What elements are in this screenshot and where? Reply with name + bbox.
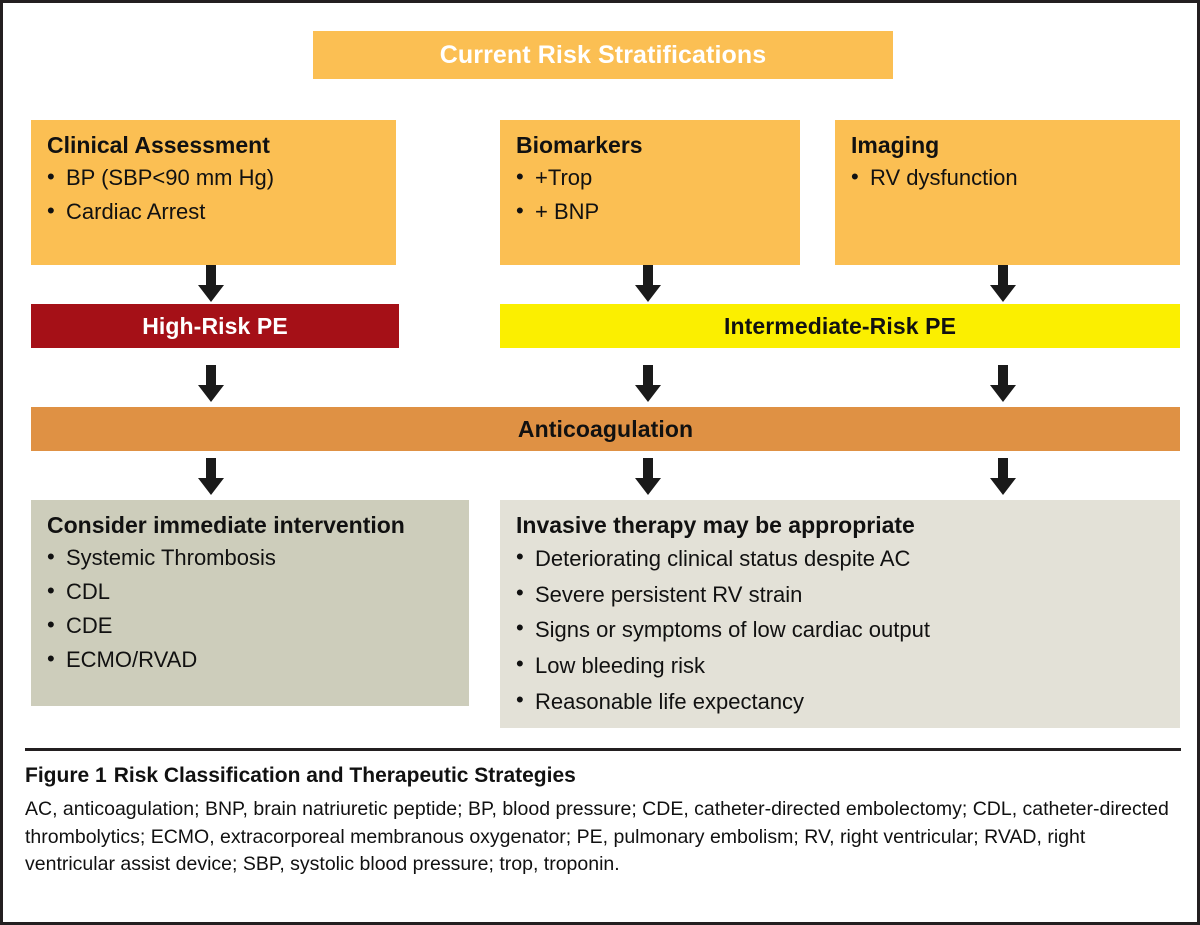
arrow-down-icon bbox=[194, 365, 228, 403]
bar-label: High-Risk PE bbox=[142, 312, 288, 339]
banner-label: Current Risk Stratifications bbox=[439, 40, 767, 69]
arrow-down-icon bbox=[986, 365, 1020, 403]
arrow-down-icon bbox=[986, 458, 1020, 496]
figure-caption: Figure 1 Risk Classification and Therapeu… bbox=[3, 748, 1197, 879]
caption-abbreviations: AC, anticoagulation; BNP, brain natriure… bbox=[25, 798, 1169, 876]
bar-intermediate-risk-pe: Intermediate-Risk PE bbox=[500, 304, 1180, 348]
list-item: + BNP bbox=[516, 194, 784, 229]
bar-anticoagulation: Anticoagulation bbox=[31, 407, 1180, 451]
list-item: Severe persistent RV strain bbox=[516, 576, 1164, 613]
bullet-list: +Trop + BNP bbox=[516, 160, 784, 229]
caption-title-text: Risk Classification and Therapeutic Stra… bbox=[113, 764, 576, 787]
list-item: Signs or symptoms of low cardiac output bbox=[516, 611, 1164, 648]
list-item: BP (SBP<90 mm Hg) bbox=[47, 160, 380, 195]
caption-divider bbox=[25, 748, 1181, 751]
list-item: Low bleeding risk bbox=[516, 647, 1164, 684]
box-imaging: Imaging RV dysfunction bbox=[835, 120, 1180, 265]
box-title: Consider immediate intervention bbox=[47, 512, 405, 538]
box-title: Biomarkers bbox=[516, 132, 643, 158]
bar-high-risk-pe: High-Risk PE bbox=[31, 304, 399, 348]
arrow-down-icon bbox=[631, 458, 665, 496]
box-title: Imaging bbox=[851, 132, 940, 158]
list-item: Deteriorating clinical status despite AC bbox=[516, 540, 1164, 577]
bullet-list: BP (SBP<90 mm Hg) Cardiac Arrest bbox=[47, 160, 380, 229]
box-consider-immediate-intervention: Consider immediate intervention Systemic… bbox=[31, 500, 469, 706]
banner-current-risk-stratifications: Current Risk Stratifications bbox=[313, 31, 893, 79]
figure-number: Figure 1 bbox=[25, 764, 107, 787]
arrow-down-icon bbox=[194, 265, 228, 303]
arrow-down-icon bbox=[631, 365, 665, 403]
list-item: Reasonable life expectancy bbox=[516, 683, 1164, 720]
bar-label: Anticoagulation bbox=[517, 415, 694, 442]
list-item: RV dysfunction bbox=[851, 160, 1164, 195]
box-title: Invasive therapy may be appropriate bbox=[516, 512, 915, 538]
list-item: CDL bbox=[47, 574, 453, 609]
box-clinical-assessment: Clinical Assessment BP (SBP<90 mm Hg) Ca… bbox=[31, 120, 396, 265]
list-item: CDE bbox=[47, 608, 453, 643]
caption-title: Figure 1 Risk Classification and Therapeu… bbox=[25, 764, 1181, 788]
box-biomarkers: Biomarkers +Trop + BNP bbox=[500, 120, 800, 265]
box-title: Clinical Assessment bbox=[47, 132, 270, 158]
list-item: Cardiac Arrest bbox=[47, 194, 380, 229]
arrow-down-icon bbox=[631, 265, 665, 303]
bullet-list: Deteriorating clinical status despite AC… bbox=[516, 540, 1164, 720]
arrow-down-icon bbox=[194, 458, 228, 496]
flowchart-diagram: Current Risk Stratifications Clinical As… bbox=[3, 3, 1197, 748]
bullet-list: RV dysfunction bbox=[851, 160, 1164, 195]
list-item: Systemic Thrombosis bbox=[47, 540, 453, 575]
arrow-down-icon bbox=[986, 265, 1020, 303]
bullet-list: Systemic Thrombosis CDL CDE ECMO/RVAD bbox=[47, 540, 453, 677]
bar-label: Intermediate-Risk PE bbox=[723, 312, 957, 339]
box-invasive-therapy: Invasive therapy may be appropriate Dete… bbox=[500, 500, 1180, 728]
list-item: +Trop bbox=[516, 160, 784, 195]
list-item: ECMO/RVAD bbox=[47, 642, 453, 677]
